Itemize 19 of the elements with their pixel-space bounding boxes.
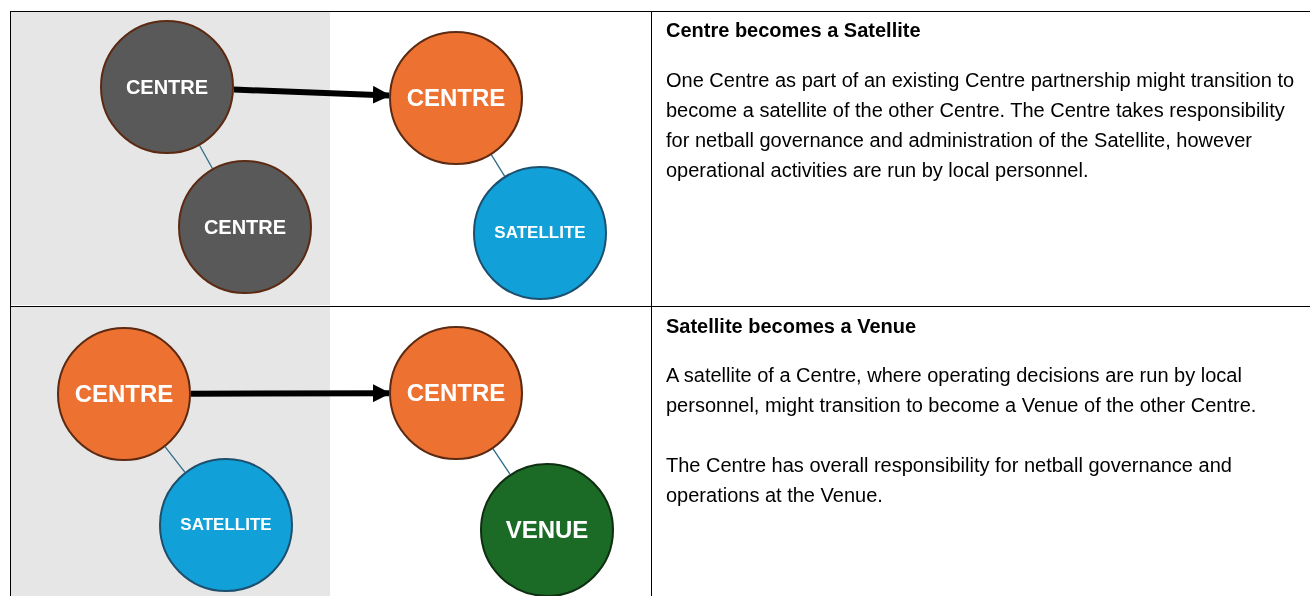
node-label: CENTRE bbox=[406, 379, 506, 407]
connector-line bbox=[492, 448, 511, 475]
cell-heading: Centre becomes a Satellite bbox=[666, 18, 922, 43]
connector-line bbox=[164, 446, 186, 473]
cell-text: The Centre has overall responsibility for netball governance and operations at the Venue. bbox=[666, 453, 1233, 508]
arrow bbox=[233, 85, 391, 104]
node-label: SATELLITE bbox=[180, 515, 272, 535]
connector-line bbox=[198, 144, 214, 170]
cell-text: A satellite of a Centre, where operating decisions are run by local personnel, might transition to become a Venue of the other Centre. bbox=[666, 363, 1258, 418]
node-label: CENTRE bbox=[406, 84, 506, 112]
node-label: CENTRE bbox=[125, 75, 209, 99]
node-label: CENTRE bbox=[203, 215, 287, 239]
node-label: VENUE bbox=[505, 516, 589, 544]
cell-heading: Satellite becomes a Venue bbox=[666, 314, 918, 339]
node-label: CENTRE bbox=[74, 380, 174, 408]
cell-text: One Centre as part of an existing Centre partnership might transition to become a satellite of the other Centre. The Centre takes responsibility for netball governance and administration of the Satellite, however operational activities are run by local personnel. bbox=[666, 68, 1296, 183]
connector-line bbox=[490, 154, 506, 177]
node-label: SATELLITE bbox=[494, 223, 586, 243]
arrow bbox=[191, 384, 391, 403]
